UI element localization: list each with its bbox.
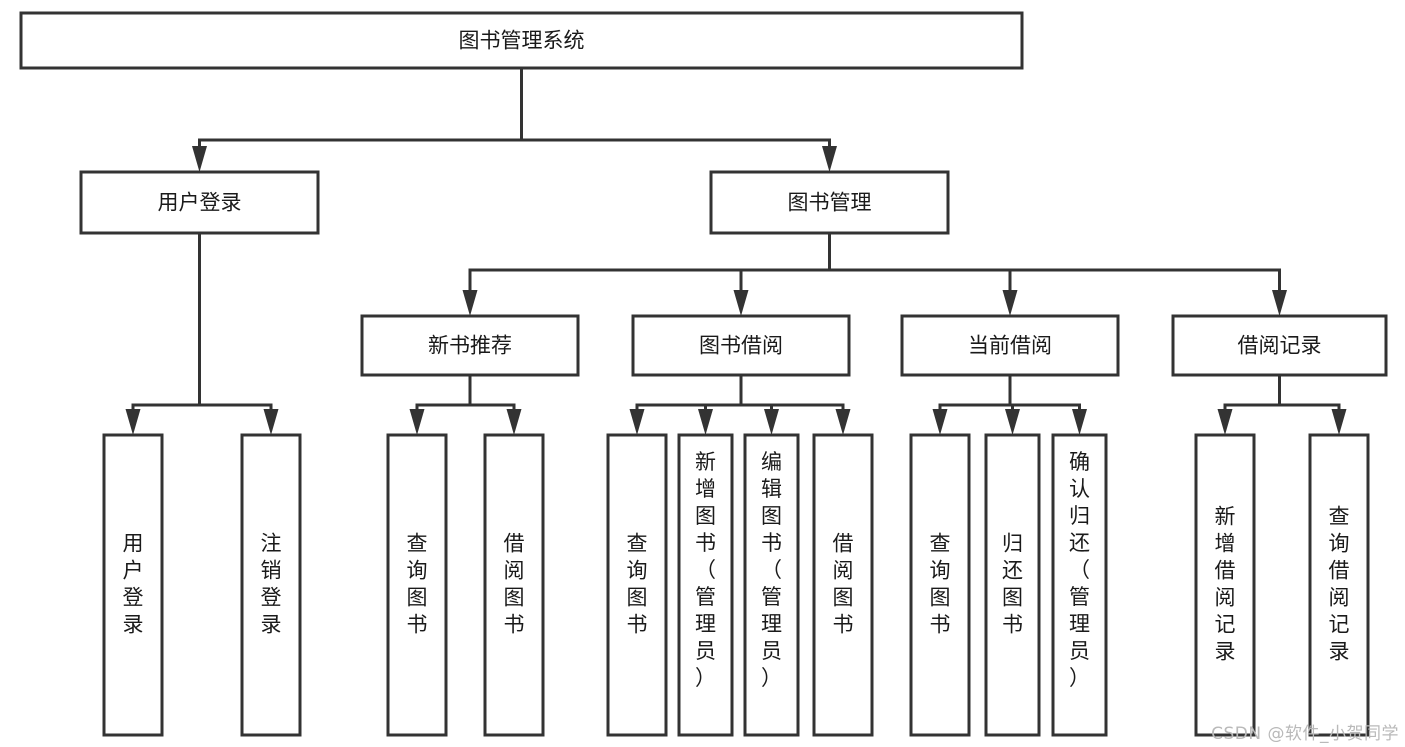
connector-group-root: [192, 66, 837, 172]
node-label: 查询图书: [407, 532, 428, 637]
node-l-brw-query-book[interactable]: 查询图书: [606, 433, 668, 737]
node-l-cur-return-book[interactable]: 归还图书: [984, 433, 1041, 737]
node-label: 当前借阅: [968, 334, 1052, 358]
node-l-rec-query-book[interactable]: 查询图书: [386, 433, 448, 737]
node-label: 图书借阅: [699, 334, 783, 358]
arrow-head-icon: [462, 290, 478, 316]
arrow-head-icon: [1002, 290, 1018, 316]
node-n-current-borrow[interactable]: 当前借阅: [900, 314, 1120, 377]
node-label: 图书管理: [788, 191, 872, 215]
node-l-user-logout[interactable]: 注销登录: [240, 433, 302, 737]
node-box[interactable]: [812, 433, 874, 737]
arrow-head-icon: [1072, 409, 1087, 435]
node-label: 新增图书（管理员）: [695, 450, 716, 690]
node-layer: 图书管理系统用户登录图书管理新书推荐图书借阅当前借阅借阅记录用户登录注销登录查询…: [19, 11, 1388, 737]
arrow-head-icon: [822, 146, 837, 172]
connector-group-n-borrow-record: [1217, 373, 1347, 435]
node-box[interactable]: [677, 433, 734, 737]
node-label: 新增借阅记录: [1215, 505, 1236, 664]
arrow-head-icon: [932, 409, 948, 435]
node-box[interactable]: [1308, 433, 1370, 737]
connector-group-n-current-borrow: [932, 373, 1087, 435]
arrow-head-icon: [1005, 409, 1020, 435]
node-n-borrow-record[interactable]: 借阅记录: [1171, 314, 1388, 377]
node-label: 借阅图书: [504, 532, 525, 637]
connector-group-n-book-borrow: [629, 373, 851, 435]
node-label: 新书推荐: [428, 334, 512, 358]
node-box[interactable]: [909, 433, 971, 737]
node-l-rcd-query-record[interactable]: 查询借阅记录: [1308, 433, 1370, 737]
arrow-head-icon: [192, 146, 207, 172]
connector-group-n-user-login: [125, 231, 279, 435]
node-n-new-book-rec[interactable]: 新书推荐: [360, 314, 580, 377]
connector-group-n-book-mgmt: [462, 231, 1287, 316]
node-label: 查询借阅记录: [1329, 505, 1350, 664]
node-box[interactable]: [631, 314, 851, 377]
arrow-head-icon: [835, 409, 851, 435]
arrow-head-icon: [629, 409, 645, 435]
node-box[interactable]: [709, 170, 950, 235]
node-label: 用户登录: [123, 532, 144, 637]
arrow-head-icon: [1217, 409, 1233, 435]
arrow-head-icon: [409, 409, 425, 435]
node-box[interactable]: [79, 170, 320, 235]
node-l-brw-edit-book[interactable]: 编辑图书（管理员）: [743, 433, 800, 737]
arrow-head-icon: [125, 409, 141, 435]
node-root[interactable]: 图书管理系统: [19, 11, 1024, 70]
arrow-head-icon: [698, 409, 713, 435]
arrow-head-icon: [263, 409, 279, 435]
node-label: 确认归还（管理员）: [1069, 450, 1090, 690]
node-label: 归还图书: [1002, 532, 1023, 637]
node-box[interactable]: [743, 433, 800, 737]
node-box[interactable]: [19, 11, 1024, 70]
node-label: 借阅图书: [833, 532, 854, 637]
node-box[interactable]: [984, 433, 1041, 737]
node-box[interactable]: [1051, 433, 1108, 737]
node-box[interactable]: [1171, 314, 1388, 377]
node-label: 查询图书: [627, 532, 648, 637]
node-box[interactable]: [240, 433, 302, 737]
arrow-head-icon: [1331, 409, 1347, 435]
node-l-rcd-add-record[interactable]: 新增借阅记录: [1194, 433, 1256, 737]
node-l-brw-borrow-book[interactable]: 借阅图书: [812, 433, 874, 737]
node-l-brw-add-book[interactable]: 新增图书（管理员）: [677, 433, 734, 737]
arrow-head-icon: [1272, 290, 1287, 316]
node-box[interactable]: [360, 314, 580, 377]
node-label: 编辑图书（管理员）: [761, 450, 782, 690]
node-box[interactable]: [1194, 433, 1256, 737]
connector-group-n-new-book-rec: [409, 373, 522, 435]
node-label: 查询图书: [930, 532, 951, 637]
arrow-head-icon: [733, 290, 749, 316]
arrow-head-icon: [506, 409, 522, 435]
node-box[interactable]: [900, 314, 1120, 377]
connector-layer: [125, 66, 1347, 435]
node-l-rec-borrow-book[interactable]: 借阅图书: [483, 433, 545, 737]
node-n-book-mgmt[interactable]: 图书管理: [709, 170, 950, 235]
node-l-cur-query-book[interactable]: 查询图书: [909, 433, 971, 737]
node-box[interactable]: [606, 433, 668, 737]
node-l-cur-confirm-return[interactable]: 确认归还（管理员）: [1051, 433, 1108, 737]
node-label: 图书管理系统: [459, 29, 585, 53]
node-label: 用户登录: [158, 191, 242, 215]
node-n-user-login[interactable]: 用户登录: [79, 170, 320, 235]
node-n-book-borrow[interactable]: 图书借阅: [631, 314, 851, 377]
node-box[interactable]: [386, 433, 448, 737]
arrow-head-icon: [764, 409, 779, 435]
node-label: 注销登录: [261, 532, 282, 637]
node-label: 借阅记录: [1238, 334, 1322, 358]
node-box[interactable]: [102, 433, 164, 737]
node-box[interactable]: [483, 433, 545, 737]
node-l-user-login[interactable]: 用户登录: [102, 433, 164, 737]
